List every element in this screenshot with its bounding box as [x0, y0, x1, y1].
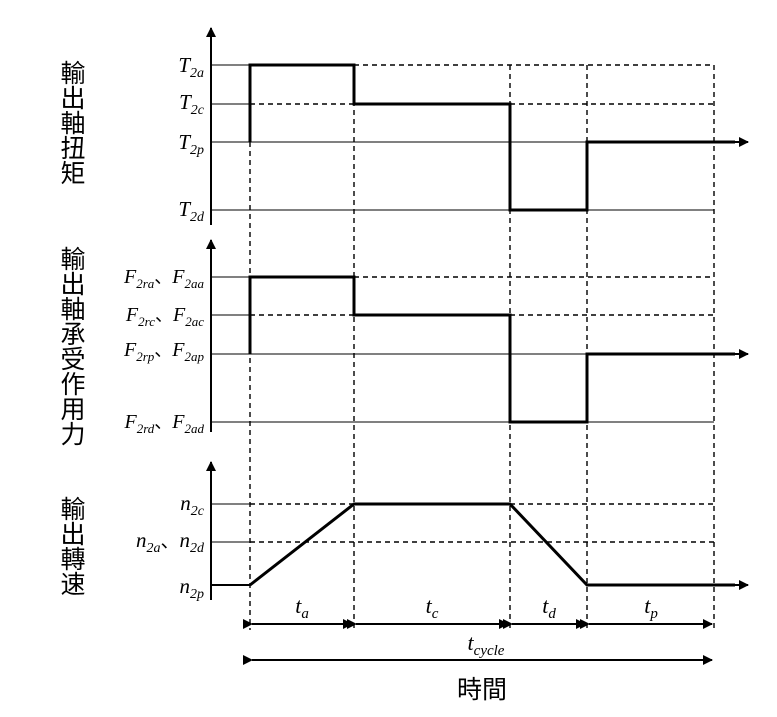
phase-label-td: td	[542, 593, 556, 622]
level-label-f2rc-f2ac: F2rc、F2ac	[125, 304, 204, 329]
title-char: 用	[60, 395, 85, 424]
title-char: 受	[60, 345, 85, 374]
level-label-t2a: T2a	[178, 53, 204, 81]
title-char: 出	[60, 270, 85, 299]
level-label-n2c: n2c	[180, 491, 205, 519]
level-label-t2d: T2d	[178, 197, 205, 225]
force-level-labels: F2ra、F2aa F2rc、F2ac F2rp、F2ap F2rd、F2ad	[123, 266, 205, 436]
force-panel-title: 輸 出 軸 承 受 作 用 力	[60, 245, 85, 449]
level-label-f2rd-f2ad: F2rd、F2ad	[123, 411, 204, 436]
title-char: 作	[60, 370, 85, 399]
torque-trace	[248, 63, 735, 212]
cycle-label: tcycle	[468, 630, 505, 659]
speed-level-labels: n2c n2a、n2d n2p	[136, 491, 205, 602]
torque-panel-title: 輸 出 軸 扭 矩	[60, 59, 85, 188]
title-char: 出	[60, 84, 85, 113]
title-char: 軸	[60, 109, 85, 138]
phase-label-tp: tp	[644, 593, 658, 622]
phase-labels: ta tc td tp tcycle	[295, 593, 658, 659]
title-char: 出	[60, 520, 85, 549]
level-label-f2rp-f2ap: F2rp、F2ap	[123, 339, 205, 364]
dashed-guides	[249, 64, 715, 630]
level-label-n2p: n2p	[180, 574, 205, 602]
phase-duration-arrows	[243, 619, 713, 665]
title-char: 輸	[60, 495, 85, 524]
level-label-t2c: T2c	[179, 90, 205, 118]
title-char: 轉	[60, 545, 85, 574]
title-char: 矩	[60, 159, 85, 188]
level-label-t2p: T2p	[178, 130, 204, 158]
level-label-n2a-n2d: n2a、n2d	[136, 528, 205, 556]
reference-lines	[211, 64, 714, 543]
title-char: 力	[60, 420, 85, 449]
title-char: 扭	[60, 134, 85, 163]
title-char: 輸	[60, 59, 85, 88]
force-trace	[248, 275, 735, 424]
phase-label-ta: ta	[295, 593, 309, 622]
title-char: 輸	[60, 245, 85, 274]
speed-trace	[249, 502, 735, 587]
level-label-f2ra-f2aa: F2ra、F2aa	[123, 266, 205, 291]
torque-level-labels: T2a T2c T2p T2d	[178, 53, 205, 225]
title-char: 承	[60, 320, 85, 349]
speed-panel-title: 輸 出 轉 速	[60, 495, 85, 599]
title-char: 速	[60, 570, 85, 599]
title-char: 軸	[60, 295, 85, 324]
x-axis-title: 時間	[457, 675, 507, 704]
phase-label-tc: tc	[426, 593, 439, 622]
